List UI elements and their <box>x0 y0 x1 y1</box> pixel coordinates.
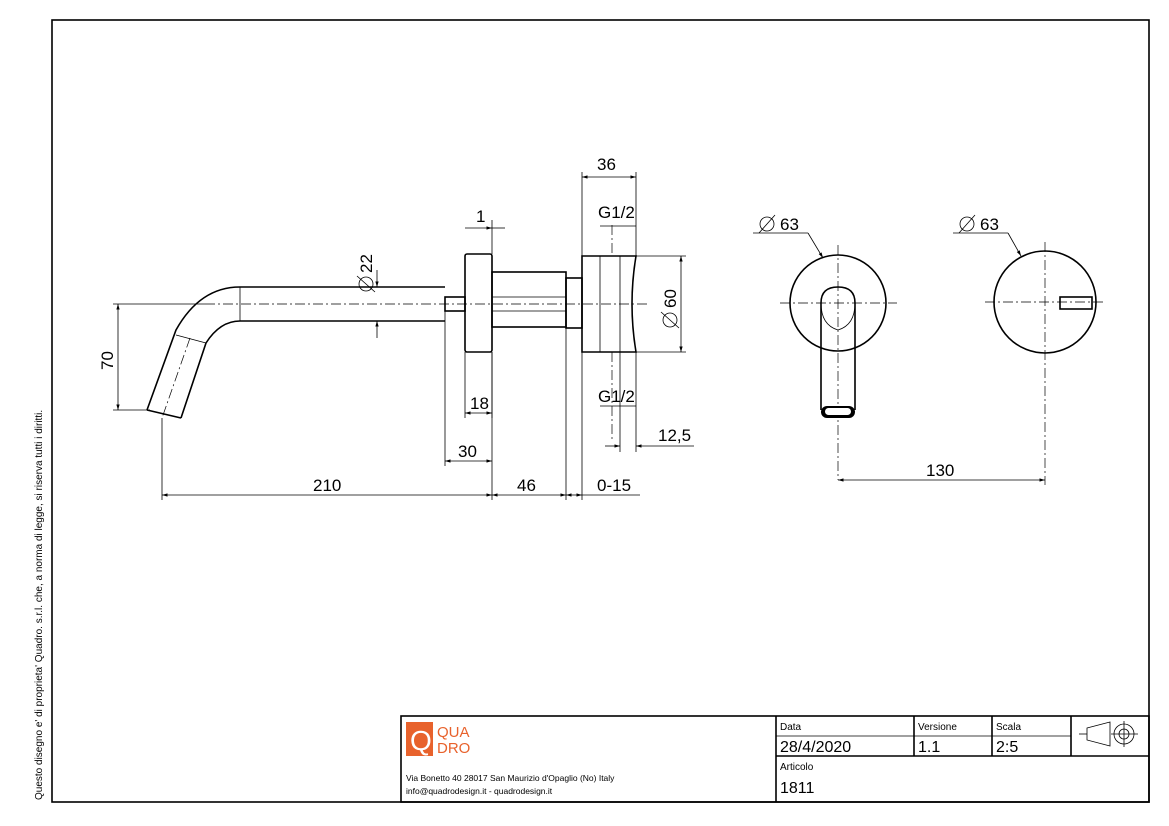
side-dimensions: 36 1 G1/2 22 60 70 <box>98 155 694 500</box>
front-view-spout: 63 <box>753 214 897 480</box>
quadro-logo: Q QUA DRO <box>406 722 470 757</box>
dim-dia63-right: 63 <box>980 215 999 234</box>
spout-outlet-centerline <box>161 337 191 419</box>
wall-box <box>581 255 637 353</box>
front-view-mixer: 63 <box>953 214 1104 485</box>
rosette <box>464 253 493 353</box>
dim-210: 210 <box>313 476 341 495</box>
title-block: Q QUA DRO Via Bonetto 40 28017 San Mauri… <box>400 715 1150 803</box>
logo-line1: QUA <box>437 724 470 741</box>
dim-dia63-left: 63 <box>780 215 799 234</box>
dim-46: 46 <box>517 476 536 495</box>
dim-130: 130 <box>926 461 954 480</box>
spout-bend-inner <box>180 320 241 419</box>
mixer-lever <box>1059 296 1093 310</box>
address-line2: info@quadrodesign.it - quadrodesign.it <box>406 786 553 796</box>
address-line1: Via Bonetto 40 28017 San Maurizio d'Opag… <box>406 773 615 783</box>
dim-0-15: 0-15 <box>597 476 631 495</box>
articolo-label: Articolo <box>780 762 814 773</box>
versione-label: Versione <box>918 722 957 733</box>
logo-letter: Q <box>410 725 432 756</box>
dim-g12-top: G1/2 <box>598 203 635 222</box>
articolo-value: 1811 <box>780 780 815 797</box>
data-value: 28/4/2020 <box>780 739 851 756</box>
dim-12-5: 12,5 <box>658 426 691 445</box>
copyright-note: Questo disegno e' di proprieta' Quadro. … <box>34 410 45 800</box>
title-block-frame <box>400 715 1150 803</box>
data-label: Data <box>780 722 802 733</box>
side-view <box>146 225 650 440</box>
dim-dia60: 60 <box>661 289 680 308</box>
dim-36: 36 <box>597 155 616 174</box>
drawing-border <box>51 19 1150 803</box>
dim-18: 18 <box>470 394 489 413</box>
dim-70: 70 <box>98 351 117 370</box>
dim-130-group: 130 <box>838 461 1045 482</box>
spout-outlet <box>146 409 182 419</box>
spout-bend-tangent-2 <box>175 334 207 344</box>
dim-1: 1 <box>476 207 485 226</box>
logo-line2: DRO <box>437 740 470 757</box>
dim-dia22: 22 <box>357 254 376 273</box>
scala-label: Scala <box>996 722 1021 733</box>
versione-value: 1.1 <box>918 739 940 756</box>
spout-bend-outer <box>146 286 241 411</box>
dim-30: 30 <box>458 442 477 461</box>
spout-pipe <box>240 286 445 322</box>
first-angle-projection-icon <box>1079 721 1138 747</box>
scala-value: 2:5 <box>996 739 1018 756</box>
front-spout <box>820 286 856 410</box>
wall-plate <box>565 277 583 329</box>
body <box>491 271 567 328</box>
dim-g12-bottom: G1/2 <box>598 387 635 406</box>
